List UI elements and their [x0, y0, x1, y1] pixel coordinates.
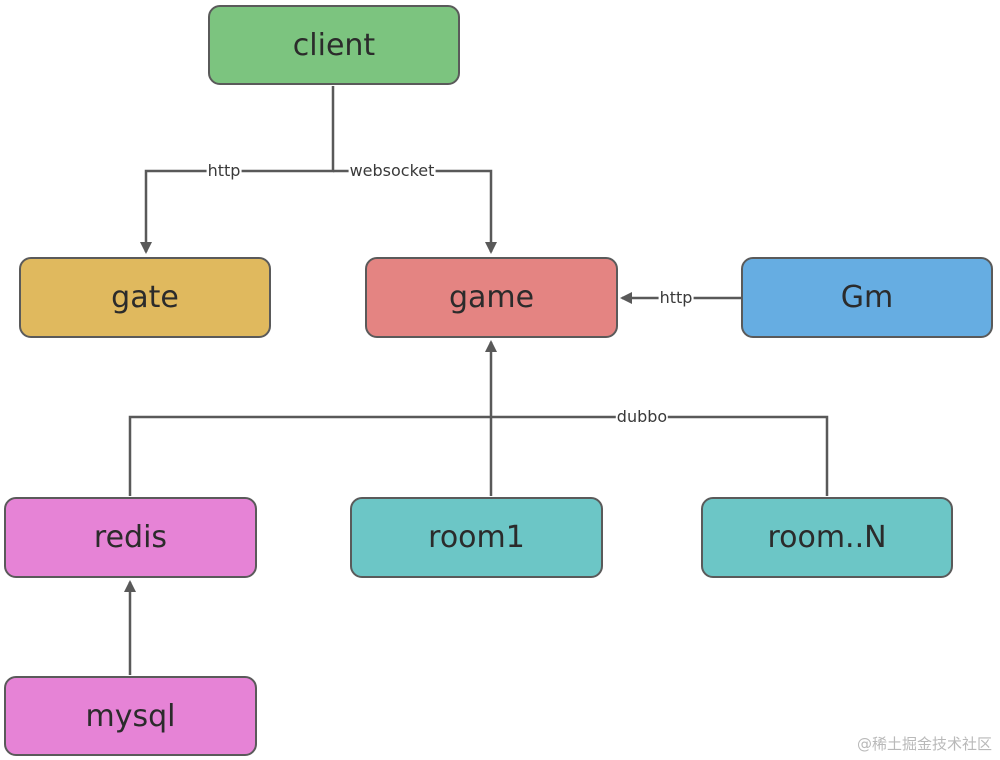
- watermark: @稀土掘金技术社区: [856, 735, 992, 753]
- edge-label-rooms-game: dubbo: [615, 407, 669, 426]
- node-gm: Gm: [741, 257, 993, 338]
- edge-redis-dubbo: [128, 415, 491, 496]
- edge-label-client-game: websocket: [348, 161, 436, 180]
- node-client: client: [208, 5, 460, 85]
- edge-roomN-dubbo: [491, 415, 829, 496]
- node-redis: redis: [4, 497, 257, 578]
- edge-client-game: [333, 169, 497, 254]
- edge-label-gm-game: http: [658, 288, 694, 307]
- node-game: game: [365, 257, 618, 338]
- node-mysql: mysql: [4, 676, 257, 756]
- node-room-n: room..N: [701, 497, 953, 578]
- node-gate: gate: [19, 257, 271, 338]
- node-room1: room1: [350, 497, 603, 578]
- edge-label-client-gate: http: [206, 161, 242, 180]
